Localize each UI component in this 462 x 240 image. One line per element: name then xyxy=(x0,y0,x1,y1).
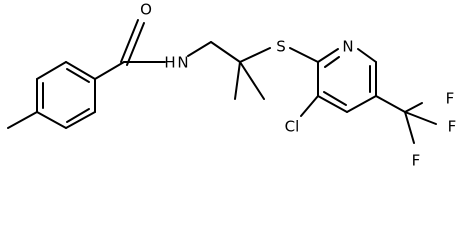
bond-ring-5 xyxy=(65,111,96,129)
structure-drawing: O H N S N Cl F F F xyxy=(7,1,456,170)
bond-quaternary-methyl-2 xyxy=(239,61,265,100)
fluorine-top-label: F xyxy=(446,90,455,108)
amide-nitrogen-label: N xyxy=(177,54,188,72)
bond-fluorine-top xyxy=(404,102,423,113)
bond-pyridine-5 xyxy=(317,95,348,113)
bond-pyridine-5-inner xyxy=(323,91,347,106)
bond-trifluoromethyl xyxy=(375,95,406,113)
bond-pyridine-2 xyxy=(357,48,377,63)
bond-ring-6 xyxy=(36,111,67,129)
fluorine-right-label: F xyxy=(448,118,457,136)
bond-carbonyl-2 xyxy=(126,22,145,66)
bond-pyridine-1-inner xyxy=(324,56,340,68)
bond-sulfur-pyridine xyxy=(289,47,319,63)
fluorine-bottom-label: F xyxy=(412,152,421,170)
amide-hydrogen-label: H xyxy=(164,54,175,72)
bond-quaternary-sulfur xyxy=(239,47,271,63)
bond-pyridine-4 xyxy=(346,95,377,113)
oxygen-label: O xyxy=(140,1,152,19)
bond-ring-3-inner xyxy=(66,68,90,83)
bond-carbonyl-1 xyxy=(120,19,139,63)
atom-label-layer: O H N S N Cl F F F xyxy=(140,1,456,170)
bond-ring-carbonyl xyxy=(94,61,125,80)
bond-ring-2 xyxy=(36,61,67,80)
bond-ring-3 xyxy=(65,61,96,80)
bond-nitrogen-methylene xyxy=(187,41,212,57)
bond-methyl-ring xyxy=(7,111,38,129)
bond-ring-5-inner xyxy=(66,108,90,123)
bond-pyridine-1 xyxy=(317,48,339,63)
bond-fluorine-bottom xyxy=(404,111,415,144)
pyridine-nitrogen-label: N xyxy=(342,38,353,56)
bond-quaternary-methyl-1 xyxy=(234,61,241,100)
bond-fluorine-right xyxy=(404,111,437,125)
sulfur-label: S xyxy=(276,38,286,56)
bond-layer xyxy=(7,19,437,144)
bond-methylene-quaternary xyxy=(210,41,241,63)
chlorine-label: Cl xyxy=(285,118,300,136)
bond-chlorine xyxy=(300,95,319,117)
